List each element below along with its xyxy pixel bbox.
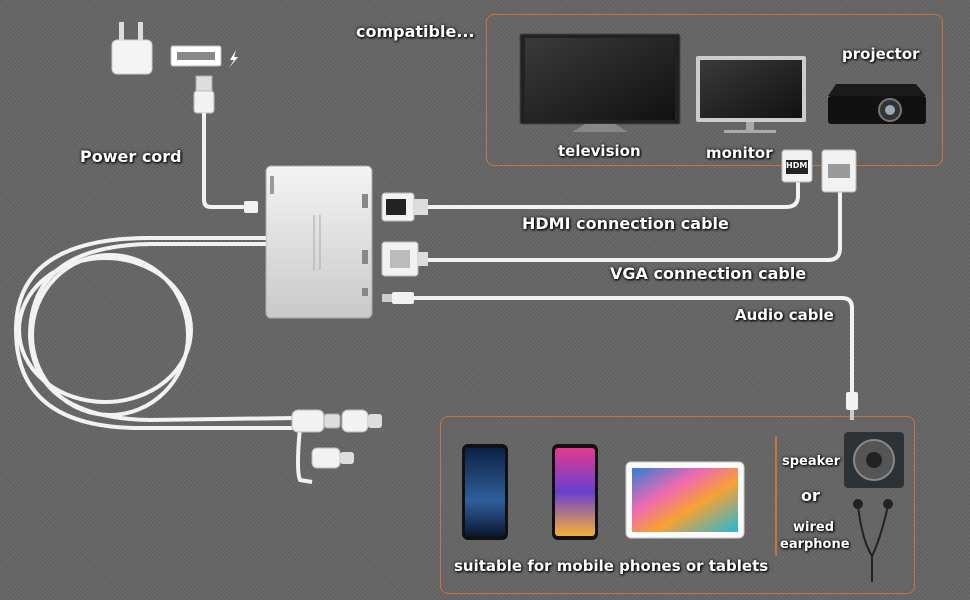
compatible-heading: compatible... xyxy=(356,22,475,41)
usb-c-lightning-connector-icon xyxy=(291,409,382,484)
wired-earphone-icon xyxy=(853,499,893,582)
hdmi-cable-label: HDMI connection cable xyxy=(522,214,729,233)
speaker-label: speaker xyxy=(782,454,841,469)
vga-cable-label: VGA connection cable xyxy=(610,264,807,283)
hdmi-port-label: HDMI xyxy=(786,161,811,170)
audio-cable-label: Audio cable xyxy=(735,306,834,324)
television-icon xyxy=(519,33,681,132)
television-label: television xyxy=(558,142,641,160)
phone-2-icon xyxy=(552,444,598,540)
vga-cable-icon xyxy=(381,149,857,277)
hdmi-cable-icon xyxy=(381,149,813,222)
mobile-caption: suitable for mobile phones or tablets xyxy=(454,557,769,575)
tablet-icon xyxy=(625,461,745,539)
monitor-icon xyxy=(696,56,806,133)
speaker-icon xyxy=(844,432,904,488)
or-label: or xyxy=(801,486,820,505)
audio-cable-icon xyxy=(382,292,858,420)
power-cord-label: Power cord xyxy=(80,147,182,166)
power-cord-line xyxy=(202,113,244,209)
adapter-hub-icon xyxy=(265,165,373,319)
wired-earphone-label-line2: earphone xyxy=(780,537,850,552)
projector-icon xyxy=(828,84,926,124)
monitor-label: monitor xyxy=(706,144,773,162)
wired-earphone-label-line1: wired xyxy=(793,520,834,535)
phone-1-icon xyxy=(462,444,508,540)
usb-power-plug-icon xyxy=(193,75,215,114)
power-adapter-icon xyxy=(111,22,238,75)
cable-coil xyxy=(13,236,300,430)
mobile-devices-frame xyxy=(440,416,915,594)
compatible-displays-frame xyxy=(486,14,943,166)
projector-label: projector xyxy=(842,45,920,63)
